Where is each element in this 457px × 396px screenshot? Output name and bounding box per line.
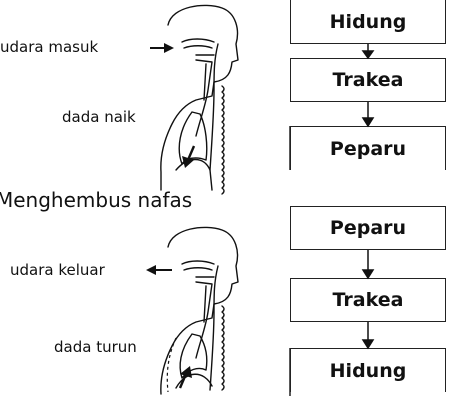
exhale-flow-arrows (0, 0, 457, 396)
